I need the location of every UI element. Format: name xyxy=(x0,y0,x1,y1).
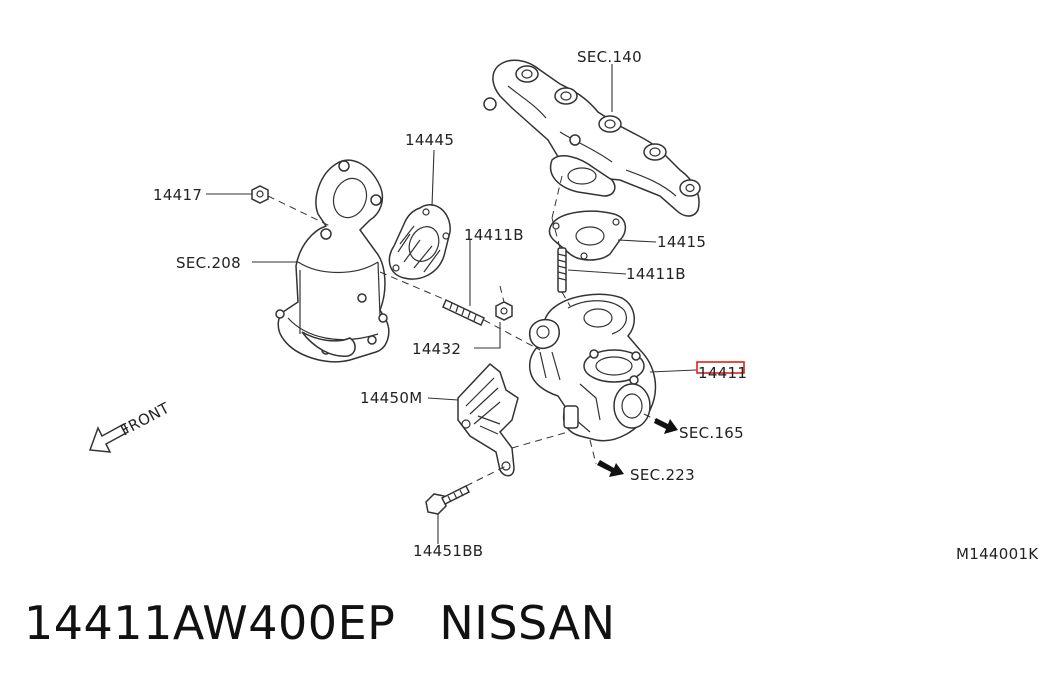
highlight-box-14411 xyxy=(696,361,745,374)
label-front: FRONT xyxy=(117,399,172,440)
stud-14411b-right xyxy=(557,247,567,293)
brand-name: NISSAN xyxy=(439,596,616,650)
bracket-14450m xyxy=(457,362,519,477)
arrow-sec165 xyxy=(654,418,678,434)
gasket-14445 xyxy=(388,203,451,280)
label-14411: 14411 xyxy=(698,364,747,382)
parts-diagram: SEC.140 14445 14417 14411B SEC.208 14415… xyxy=(88,48,1039,563)
label-14451bb: 14451BB xyxy=(413,542,483,560)
exhaust-manifold xyxy=(483,59,701,217)
front-arrow-icon xyxy=(88,422,129,453)
bolt-14451bb xyxy=(425,484,471,515)
label-sec165: SEC.165 xyxy=(679,424,744,442)
label-diagram-code: M144001K xyxy=(956,545,1039,563)
label-sec208: SEC.208 xyxy=(176,254,241,272)
part-caption: 14411AW400EP NISSAN xyxy=(24,596,615,650)
label-14411b-top: 14411B xyxy=(464,226,524,244)
label-14445: 14445 xyxy=(405,131,454,149)
label-14417: 14417 xyxy=(153,186,202,204)
gasket-14415 xyxy=(548,210,627,261)
catalytic-converter xyxy=(275,159,390,363)
nut-14432 xyxy=(495,301,513,321)
assembly-lines xyxy=(267,175,661,487)
label-14411b-right: 14411B xyxy=(626,265,686,283)
leader-lines xyxy=(206,64,697,544)
arrow-sec223 xyxy=(597,460,624,477)
label-14450m: 14450M xyxy=(360,389,422,407)
stud-14411b-top xyxy=(442,298,485,327)
label-sec223: SEC.223 xyxy=(630,466,695,484)
label-14432: 14432 xyxy=(412,340,461,358)
turbocharger-14411 xyxy=(528,293,657,442)
label-14415: 14415 xyxy=(657,233,706,251)
label-sec140: SEC.140 xyxy=(577,48,642,66)
part-number: 14411AW400EP xyxy=(24,596,396,650)
nut-14417 xyxy=(251,185,269,204)
